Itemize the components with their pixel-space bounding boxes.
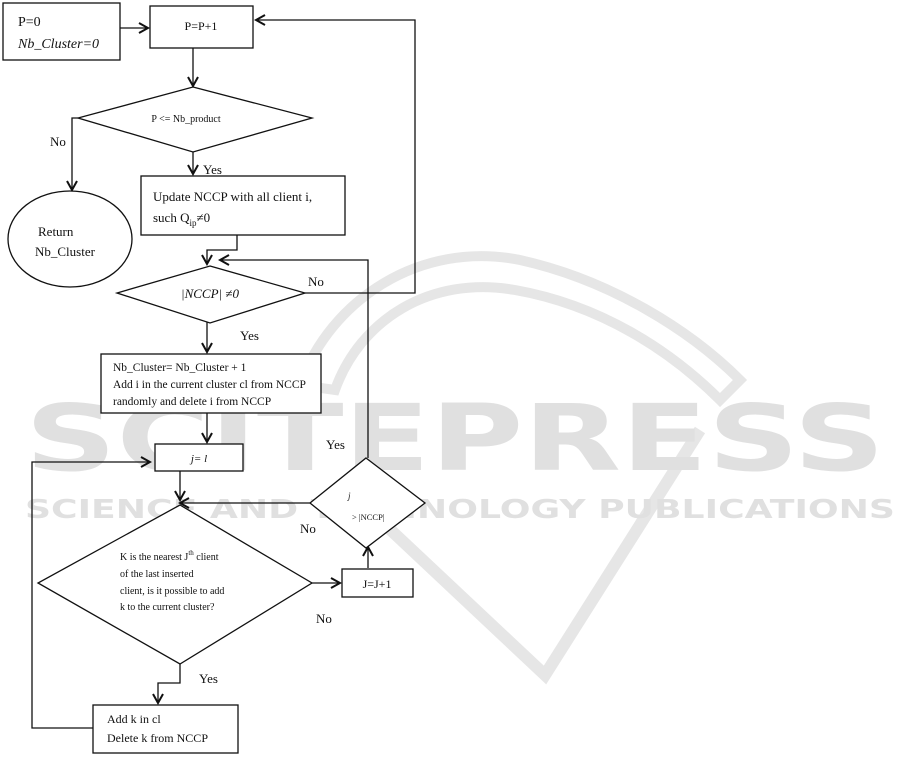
label-nccp-no: No	[308, 274, 324, 289]
update-line1: Update NCCP with all client i,	[153, 189, 312, 204]
increment-j-box: J=J+1	[341, 568, 414, 598]
return-line1: Return	[38, 224, 74, 239]
arrow-nccp-no	[256, 20, 416, 294]
increment-p-box: P=P+1	[149, 5, 254, 49]
init-box: P=0 Nb_Cluster=0	[2, 2, 121, 61]
new-cluster-line1: Nb_Cluster= Nb_Cluster + 1	[113, 362, 247, 374]
add-k-box: Add k in cl Delete k from NCCP	[92, 704, 239, 754]
arrow-update-to-check-nccp	[207, 235, 238, 264]
check-nccp-label: |NCCP| ≠0	[181, 286, 239, 301]
set-j-box: j= l	[154, 443, 244, 472]
check-k-line1: K is the nearest J	[120, 552, 188, 563]
add-k-line2: Delete k from NCCP	[107, 731, 208, 745]
init-line2: Nb_Cluster=0	[17, 37, 99, 52]
arrow-k-yes	[158, 664, 181, 703]
check-p-decision: P <= Nb_product	[75, 86, 315, 153]
arrow-j-yes	[220, 260, 369, 458]
return-terminal: Return Nb_Cluster	[7, 190, 133, 288]
check-k-line1b: client	[194, 552, 219, 563]
increment-p-label: P=P+1	[185, 19, 218, 33]
label-j-yes: Yes	[326, 437, 345, 452]
label-j-no: No	[300, 521, 316, 536]
check-j-line1: j	[347, 491, 351, 501]
watermark-swoosh	[293, 251, 748, 408]
return-line2: Nb_Cluster	[35, 244, 96, 259]
label-k-yes: Yes	[199, 671, 218, 686]
new-cluster-box: Nb_Cluster= Nb_Cluster + 1 Add i in the …	[100, 353, 322, 414]
check-k-decision: K is the nearest Jth client of the last …	[36, 504, 314, 665]
check-k-line2: of the last inserted	[120, 569, 194, 580]
new-cluster-line2: Add i in the current cluster cl from NCC…	[113, 379, 306, 391]
check-j-line2: > |NCCP|	[352, 512, 385, 522]
check-nccp-decision: |NCCP| ≠0	[114, 265, 308, 324]
update-line2: such Q	[153, 210, 190, 225]
svg-text:K is the nearest Jth client: K is the nearest Jth client	[120, 549, 219, 563]
label-p-no: No	[50, 134, 66, 149]
svg-text:such Qip≠0: such Qip≠0	[153, 210, 210, 228]
label-nccp-yes: Yes	[240, 328, 259, 343]
label-p-yes: Yes	[203, 162, 222, 177]
watermark-check	[375, 426, 706, 685]
edge-labels: No Yes No Yes Yes No No Yes	[50, 134, 345, 686]
check-k-line4: k to the current cluster?	[120, 602, 215, 613]
new-cluster-line3: randomly and delete i from NCCP	[113, 396, 271, 408]
update-nccp-box: Update NCCP with all client i, such Qip≠…	[140, 175, 346, 236]
increment-j-label: J=J+1	[363, 577, 392, 591]
check-p-label: P <= Nb_product	[151, 114, 220, 125]
check-j-decision: j > |NCCP|	[308, 457, 427, 549]
init-line1: P=0	[18, 15, 41, 30]
add-k-line1: Add k in cl	[107, 712, 161, 726]
arrow-p-no	[72, 117, 78, 190]
set-j-label: j= l	[189, 453, 207, 465]
arrow-add-k-loop	[31, 462, 150, 729]
check-k-line3: client, is it possible to add	[120, 586, 224, 597]
update-subscript: ip	[189, 218, 197, 228]
label-k-no: No	[316, 611, 332, 626]
update-line2b: ≠0	[196, 210, 210, 225]
check-k-sup: th	[188, 549, 194, 557]
